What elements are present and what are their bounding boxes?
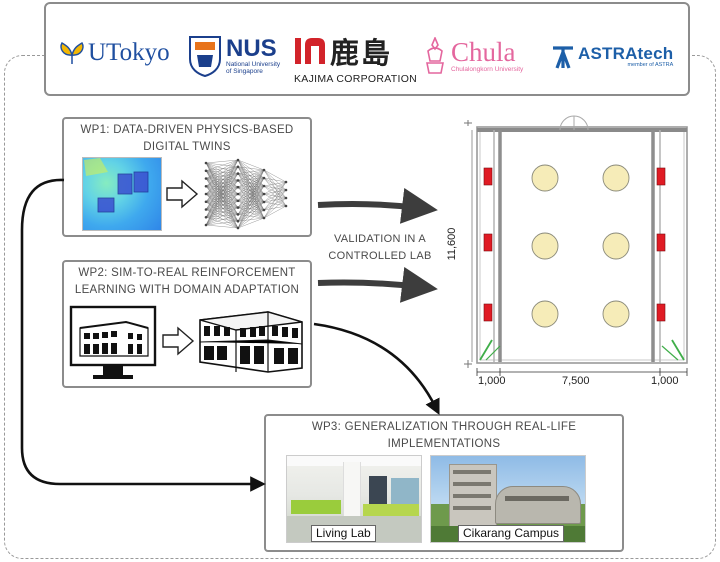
astra-subtitle: member of ASTRA	[627, 62, 674, 69]
kajima-wordmark: KAJIMA CORPORATION	[294, 73, 418, 85]
astra-wordmark: ASTRAtech	[578, 44, 674, 64]
chula-logo: Chula Chulalongkorn University	[423, 36, 523, 76]
astra-mark-icon	[553, 46, 573, 69]
wp3-title: WP3: GENERALIZATION THROUGH REAL-LIFE IM…	[311, 421, 577, 450]
validation-label: VALIDATION IN A CONTROLLED LAB	[328, 233, 432, 262]
nus-logo: NUS National University of Singapore	[188, 34, 280, 78]
dimension-height: 11,600	[446, 227, 458, 261]
nus-wordmark: NUS	[226, 35, 277, 62]
wp1-title: WP1: DATA-DRIVEN PHYSICS-BASED DIGITAL T…	[80, 124, 294, 153]
dimension-right: 1,000	[651, 375, 679, 387]
living-lab-label: Living Lab	[311, 525, 376, 542]
kajima-cjk-wordmark: 鹿島	[330, 36, 393, 70]
kajima-mark-icon	[295, 38, 325, 64]
utokyo-logo: UTokyo	[58, 38, 170, 68]
dimension-left: 1,000	[478, 375, 506, 387]
chula-wordmark: Chula	[451, 36, 516, 67]
chula-subtitle: Chulalongkorn University	[451, 65, 524, 73]
kajima-logo: 鹿島 KAJIMA CORPORATION	[294, 30, 417, 85]
campus-label: Cikarang Campus	[458, 525, 565, 542]
wp2-title: WP2: SIM-TO-REAL REINFORCEMENT LEARNING …	[74, 267, 300, 296]
astra-logo: ASTRAtech member of ASTRA	[551, 42, 673, 72]
utokyo-wordmark: UTokyo	[88, 39, 170, 66]
logo-bar	[44, 2, 690, 96]
dimension-middle: 7,500	[562, 375, 590, 387]
nus-crest-icon	[189, 36, 221, 77]
nus-subtitle-1: National University	[226, 61, 281, 68]
nus-subtitle-2: of Singapore	[226, 67, 263, 75]
chula-emblem-icon	[426, 37, 444, 74]
ginkgo-leaf-icon	[60, 41, 84, 64]
wp1-simulation-heatmap	[82, 157, 162, 231]
